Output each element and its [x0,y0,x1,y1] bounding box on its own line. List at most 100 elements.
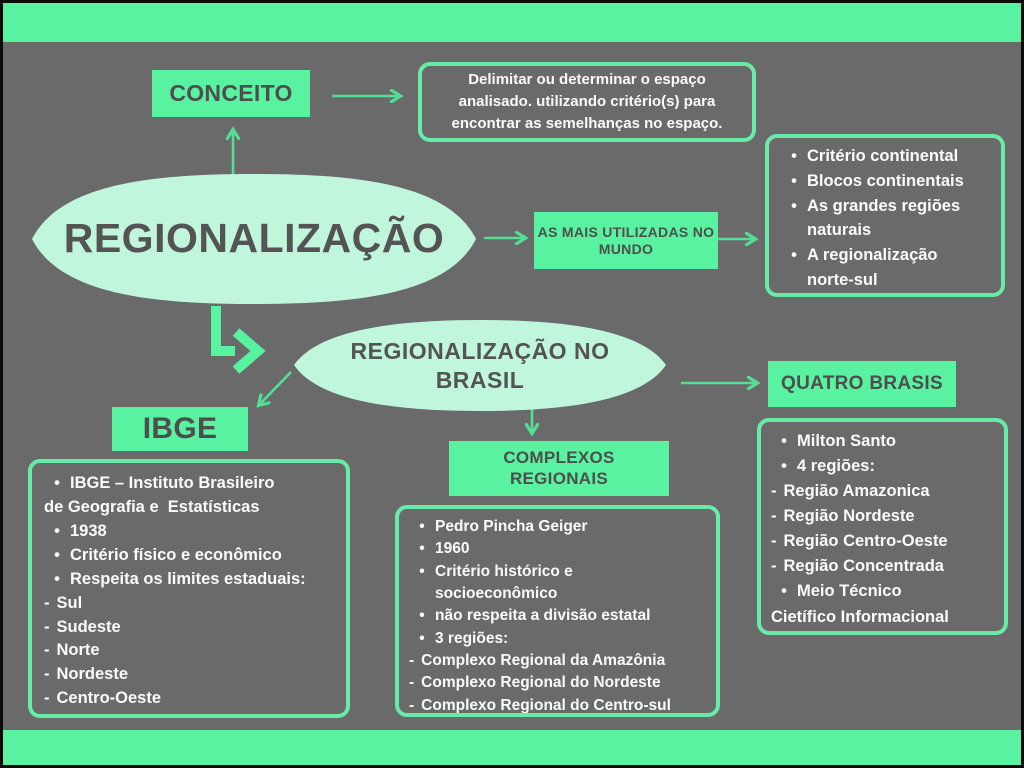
bullet-marker: • [791,196,797,215]
item-text: Cietífico Informacional [771,607,949,626]
list-item: • Critério físico e econômico [44,544,334,568]
bullet-marker: • [419,607,425,625]
item-text: de Geografia e Estatísticas [44,497,260,516]
node-complexos-regionais-label: COMPLEXOS REGIONAIS [503,448,615,488]
list-item: norte-sul [781,268,989,293]
item-text: 1960 [435,540,470,558]
bullet-marker: • [54,474,60,492]
bullet-marker: • [781,457,787,476]
bottom-frame-bar [3,730,1021,765]
item-text: Região Concentrada [783,557,944,576]
bullet-marker: • [54,521,60,540]
node-complexos-regionais: COMPLEXOS REGIONAIS [449,441,669,496]
item-text: Milton Santo [797,432,896,450]
list-item: • IBGE – Instituto Brasileiro [44,472,334,496]
bullet-marker: • [791,246,797,264]
world-criteria-box: • Critério continental • Blocos continenta… [765,134,1005,297]
list-item: -Região Concentrada [771,554,994,579]
definition-line: analisado. utilizando critério(s) para [458,93,716,111]
list-item: de Geografia e Estatísticas [44,496,334,520]
bullet-marker: • [791,147,797,165]
list-item: • 1960 [409,538,706,560]
item-text: Blocos continentais [807,171,964,190]
bullet-marker: • [419,629,425,647]
item-text: Critério físico e econômico [70,545,282,564]
item-text: socioeconômico [435,584,558,602]
list-item: • Critério continental [781,144,989,169]
item-text: Região Nordeste [783,507,915,526]
lens-shape [294,320,666,411]
corner-arrow-icon [211,306,266,374]
dash-marker: - [409,674,415,692]
item-text: Critério histórico e [435,562,573,580]
item-text: 3 regiões: [435,629,509,647]
list-item: •Critério histórico e [409,561,706,583]
bullet-marker: • [781,582,787,601]
dash-marker: - [409,696,415,714]
list-item: -Norte [44,639,334,663]
bullet-marker: • [419,540,425,558]
item-text: Meio Técnico [797,582,902,601]
node-quatro-brasis-label: QUATRO BRASIS [781,372,943,394]
node-conceito: CONCEITO [152,70,310,117]
node-mais-utilizadas: AS MAIS UTILIZADAS NO MUNDO [534,212,718,269]
dash-marker: - [44,665,50,684]
list-item: •Pedro Pincha Geiger [409,516,706,538]
node-conceito-label: CONCEITO [169,79,293,106]
dash-marker: - [44,617,50,636]
bullet-marker: • [781,432,787,450]
item-text: naturais [807,221,872,240]
item-text: Centro-Oeste [56,689,162,708]
list-item: • Milton Santo [771,429,994,454]
list-item: •4 regiões: [771,454,994,479]
dash-marker: - [771,532,777,551]
list-item: •As grandes regiões [781,194,989,219]
dash-marker: - [409,651,415,669]
node-regionalizacao: REGIONALIZAÇÃO [30,172,478,306]
list-item: -Região Nordeste [771,504,994,529]
list-item: -Sul [44,592,334,616]
item-text: Complexo Regional da Amazônia [421,651,666,669]
list-item: • A regionalização [781,243,989,268]
item-text: Complexo Regional do Centro-sul [421,696,671,714]
list-item: Cietífico Informacional [771,605,994,630]
arrow-brasil-to-ibge [259,371,292,405]
node-ibge: IBGE [112,407,248,451]
item-text: Nordeste [56,665,129,684]
item-text: Pedro Pincha Geiger [435,518,588,535]
item-text: Região Centro-Oeste [783,532,948,551]
item-text: Região Amazonica [783,482,930,501]
bullet-marker: • [791,171,797,190]
bullet-marker: • [54,569,60,588]
list-item: -Nordeste [44,663,334,687]
complexos-details-box: •Pedro Pincha Geiger •1960 •Critério his… [395,505,720,717]
list-item: •1938 [44,520,334,544]
list-item: • Blocos continentais [781,169,989,194]
definition-box: Delimitar ou determinar o espaço analisa… [418,62,756,142]
item-text: Sul [56,593,83,612]
list-item: -Centro-Oeste [44,687,334,711]
list-item: naturais [781,218,989,243]
item-text: IBGE – Instituto Brasileiro [70,474,275,492]
definition-line: encontrar as semelhanças no espaço. [451,114,723,132]
item-text: Sudeste [56,617,121,636]
list-item: -Complexo Regional do Centro-sul [409,695,706,714]
node-regionalizacao-brasil: REGIONALIZAÇÃO NO BRASIL [292,318,668,413]
ibge-details-box: • IBGE – Instituto Brasileiro de Geografi… [28,459,350,718]
dash-marker: - [771,557,777,576]
quatro-brasis-details-box: •Milton Santo •4 regiões: -Região Amazon… [757,418,1008,635]
list-item: -Complexo Regional da Amazônia [409,650,706,672]
node-quatro-brasis: QUATRO BRASIS [768,361,956,407]
list-item: -Sudeste [44,616,334,640]
dash-marker: - [44,593,50,612]
list-item: •Respeita os limites estaduais: [44,568,334,592]
list-item: •não respeita a divisão estatal [409,605,706,627]
node-mais-utilizadas-label: AS MAIS UTILIZADAS NO MUNDO [537,223,715,257]
list-item: socioeconômico [409,583,706,605]
definition-line: Delimitar ou determinar o espaço [468,71,706,89]
bullet-marker: • [54,545,60,564]
item-text: Critério continental [807,147,959,165]
item-text: A regionalização [807,246,938,264]
list-item: -Região Amazonica [771,479,994,504]
